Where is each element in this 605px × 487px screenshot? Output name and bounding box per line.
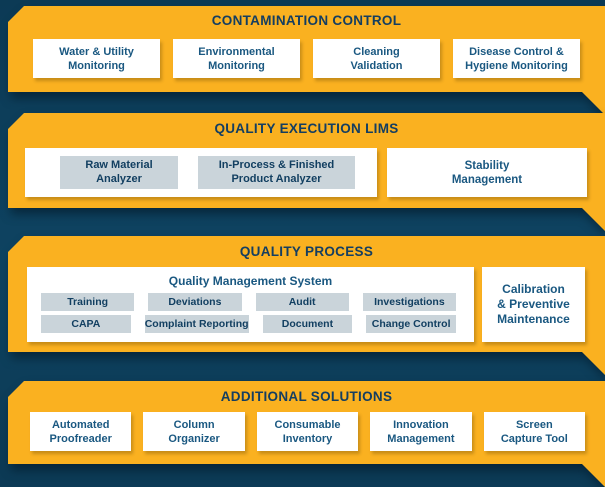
chip-label: Complaint Reporting [144,318,249,330]
solution-box-automated-proofreader: Automated Proofreader [30,412,131,451]
chip-capa: CAPA [41,315,131,333]
band-title-additional-solutions: ADDITIONAL SOLUTIONS [220,389,393,404]
chip-label: CAPA [71,318,101,330]
solution-box-innovation-management: Innovation Management [370,412,471,451]
chip-raw-material-analyzer: Raw Material Analyzer [60,156,178,189]
band-title-quality-execution-lims: QUALITY EXECUTION LIMS [214,121,399,136]
solution-box-cleaning-validation: Cleaning Validation [313,39,440,78]
band-ribbon: QUALITY PROCESS Quality Management Syste… [8,236,605,375]
chip-label: Training [67,296,109,308]
chip-training: Training [41,293,134,311]
qms-row-1: Training Deviations Audit Investigations [27,293,474,311]
chip-label: Document [281,318,334,330]
band-ribbon: CONTAMINATION CONTROL Water & Utility Mo… [8,6,605,115]
side-box-label: Stability Management [451,159,523,186]
chip-label: In-Process & Finished Product Analyzer [218,159,335,185]
band-ribbon: ADDITIONAL SOLUTIONS Automated Proofread… [8,381,605,487]
box-calibration-preventive-maintenance: Calibration & Preventive Maintenance [482,267,585,342]
solution-box-label: Water & Utility Monitoring [59,45,134,72]
solution-architecture-diagram: CONTAMINATION CONTROL Water & Utility Mo… [0,0,605,470]
additional-box-row: Automated Proofreader Column Organizer C… [30,412,585,451]
side-box-label: Calibration & Preventive Maintenance [497,282,570,326]
band-quality-process: QUALITY PROCESS Quality Management Syste… [8,236,605,375]
qms-panel-title: Quality Management System [168,274,333,288]
solution-box-environmental-monitoring: Environmental Monitoring [173,39,300,78]
solution-box-consumable-inventory: Consumable Inventory [257,412,358,451]
solution-box-label: Screen Capture Tool [500,418,568,445]
chip-complaint-reporting: Complaint Reporting [145,315,249,333]
solution-box-column-organizer: Column Organizer [143,412,244,451]
qms-row-2: CAPA Complaint Reporting Document Change… [27,315,474,333]
band-title-contamination-control: CONTAMINATION CONTROL [211,13,402,28]
band-additional-solutions: ADDITIONAL SOLUTIONS Automated Proofread… [8,381,605,487]
chip-investigations: Investigations [363,293,456,311]
solution-box-label: Automated Proofreader [49,418,112,445]
solution-box-label: Disease Control & Hygiene Monitoring [465,45,568,72]
chip-label: Deviations [168,296,222,308]
solution-box-label: Column Organizer [168,418,220,445]
contamination-box-row: Water & Utility Monitoring Environmental… [33,39,580,78]
solution-box-disease-control-hygiene-monitoring: Disease Control & Hygiene Monitoring [453,39,580,78]
solution-box-label: Cleaning Validation [350,45,403,72]
solution-box-screen-capture-tool: Screen Capture Tool [484,412,585,451]
chip-label: Investigations [374,296,445,308]
chip-change-control: Change Control [366,315,456,333]
chip-audit: Audit [256,293,349,311]
analyzer-row: Raw Material Analyzer In-Process & Finis… [25,148,377,197]
chip-label: Raw Material Analyzer [85,159,153,185]
chip-document: Document [263,315,353,333]
analyzer-panel: Raw Material Analyzer In-Process & Finis… [25,148,377,197]
band-quality-execution-lims: QUALITY EXECUTION LIMS Raw Material Anal… [8,113,605,231]
chip-deviations: Deviations [148,293,241,311]
band-title-quality-process: QUALITY PROCESS [239,244,374,259]
chip-label: Audit [288,296,316,308]
solution-box-label: Innovation Management [387,418,455,445]
qms-panel: Quality Management System Training Devia… [27,267,474,342]
band-contamination-control: CONTAMINATION CONTROL Water & Utility Mo… [8,6,605,115]
chip-label: Change Control [371,318,451,330]
chip-in-process-finished-product-analyzer: In-Process & Finished Product Analyzer [198,156,355,189]
band-ribbon: QUALITY EXECUTION LIMS Raw Material Anal… [8,113,605,231]
solution-box-water-utility-monitoring: Water & Utility Monitoring [33,39,160,78]
solution-box-label: Environmental Monitoring [198,45,275,72]
solution-box-label: Consumable Inventory [274,418,341,445]
box-stability-management: Stability Management [387,148,587,197]
